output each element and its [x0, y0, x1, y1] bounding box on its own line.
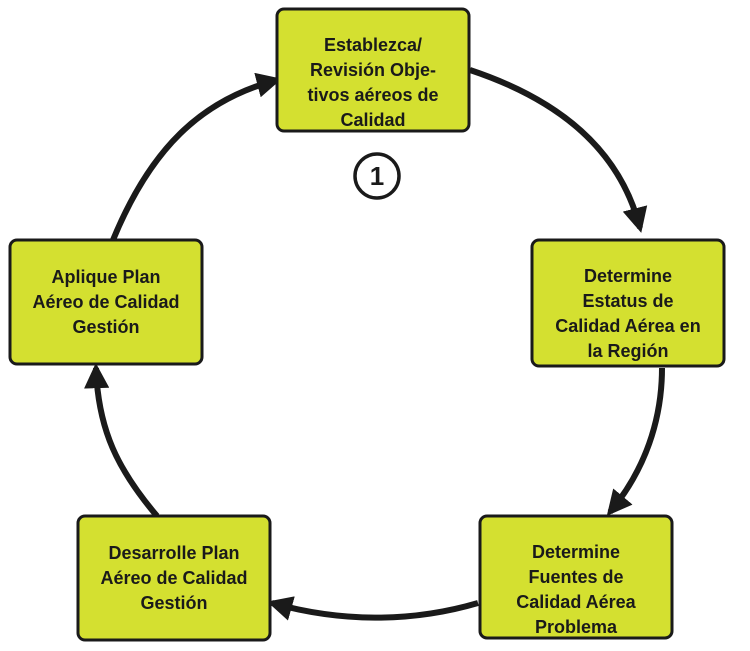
step-box-line: Aéreo de Calidad [32, 292, 179, 312]
step-box-line: Calidad [340, 110, 405, 130]
step-box-bg [275, 7, 471, 133]
step-box-line: Problema [535, 617, 618, 637]
arrow-step1-to-step2 [469, 67, 648, 233]
arrow-step2-to-step3 [606, 367, 665, 516]
step-box-line: Revisión Obje- [310, 60, 436, 80]
step-number-circle [353, 152, 401, 200]
step-box-line: tivos aéreos de [307, 85, 438, 105]
step-number-text: 1 [370, 161, 384, 191]
arrow-step5-to-step1 [110, 72, 282, 242]
step-box-line: Aplique Plan [51, 267, 160, 287]
step-box-line: la Región [587, 341, 668, 361]
step-box-line: Calidad Aérea en [555, 316, 700, 336]
step-box-line: Estatus de [582, 291, 673, 311]
step-box-line: Establezca/ [324, 35, 422, 55]
step-box-bg [8, 238, 204, 366]
step-number-marker: 1 [353, 152, 401, 200]
step-box-line: Calidad Aérea [516, 592, 636, 612]
step-box-line: Aéreo de Calidad [100, 568, 247, 588]
step-box-bg [76, 514, 272, 642]
step-box-line: Desarrolle Plan [108, 543, 239, 563]
step-box-determine-status: Determine Estatus de Calidad Aérea en la… [530, 238, 726, 368]
step-box-line: Gestión [72, 317, 139, 337]
step-box-line: Determine [584, 266, 672, 286]
arrow-step4-to-step5 [84, 362, 160, 518]
step-box-bg [530, 238, 726, 368]
step-box-establish-objectives: Establezca/ Revisión Obje- tivos aéreos … [275, 7, 471, 133]
cycle-arrows [84, 67, 665, 621]
step-box-determine-sources: Determine Fuentes de Calidad Aérea Probl… [478, 514, 674, 640]
step-box-line: Determine [532, 542, 620, 562]
step-box-line: Gestión [140, 593, 207, 613]
arrow-step3-to-step4 [267, 596, 479, 621]
step-box-apply-plan: Aplique Plan Aéreo de Calidad Gestión [8, 238, 204, 366]
step-box-line: Fuentes de [528, 567, 623, 587]
step-box-develop-plan: Desarrolle Plan Aéreo de Calidad Gestión [76, 514, 272, 642]
step-box-bg [478, 514, 674, 640]
